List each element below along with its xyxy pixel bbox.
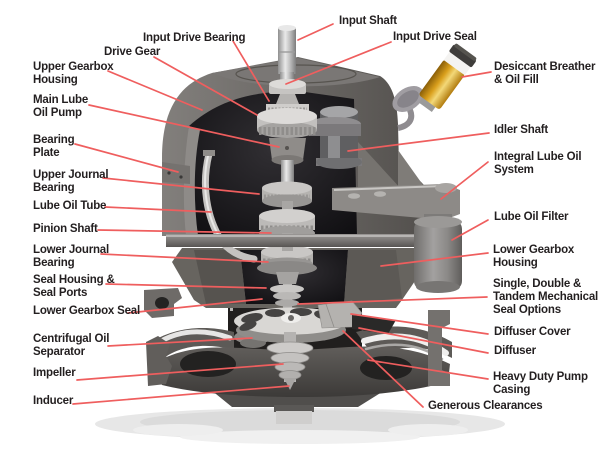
lube-oil-filter-part (414, 214, 462, 293)
label-upper-gearbox-housing: Upper Gearbox Housing (33, 61, 114, 86)
label-heavy-duty-pump-casing: Heavy Duty Pump Casing (493, 371, 588, 396)
label-lube-oil-tube: Lube Oil Tube (33, 200, 107, 212)
label-bearing-plate: Bearing Plate (33, 134, 75, 159)
label-seal-housing-seal-ports: Seal Housing & Seal Ports (33, 274, 115, 299)
label-impeller: Impeller (33, 367, 76, 379)
label-lube-oil-filter: Lube Oil Filter (494, 211, 569, 223)
label-main-lube-oil-pump: Main Lube Oil Pump (33, 94, 89, 119)
label-inducer: Inducer (33, 395, 74, 407)
label-upper-journal-bearing: Upper Journal Bearing (33, 169, 109, 194)
label-pinion-shaft: Pinion Shaft (33, 223, 98, 235)
label-diffuser: Diffuser (494, 345, 536, 357)
gearbox-split-flange (166, 234, 442, 247)
label-lower-gearbox-seal: Lower Gearbox Seal (33, 305, 140, 317)
label-generous-clearances: Generous Clearances (428, 400, 543, 412)
label-input-drive-seal: Input Drive Seal (393, 31, 477, 43)
label-mechanical-seal-options: Single, Double & Tandem Mechanical Seal … (493, 278, 599, 316)
label-integral-lube-oil-system: Integral Lube Oil System (494, 151, 582, 176)
label-desiccant-breather: Desiccant Breather & Oil Fill (494, 61, 596, 86)
label-drive-gear: Drive Gear (104, 46, 161, 58)
lower-journal-bearing-part (257, 245, 317, 284)
label-centrifugal-oil-separator: Centrifugal Oil Separator (33, 333, 110, 358)
desiccant-breather-part (392, 43, 477, 131)
label-diffuser-cover: Diffuser Cover (494, 326, 571, 338)
label-lower-gearbox-housing: Lower Gearbox Housing (493, 244, 575, 269)
label-idler-shaft: Idler Shaft (494, 124, 549, 136)
label-input-drive-bearing: Input Drive Bearing (143, 32, 246, 44)
label-input-shaft: Input Shaft (339, 15, 397, 27)
idler-shaft-part (316, 106, 362, 169)
label-lower-journal-bearing: Lower Journal Bearing (33, 244, 109, 269)
mechanical-seal-stack (270, 284, 304, 308)
